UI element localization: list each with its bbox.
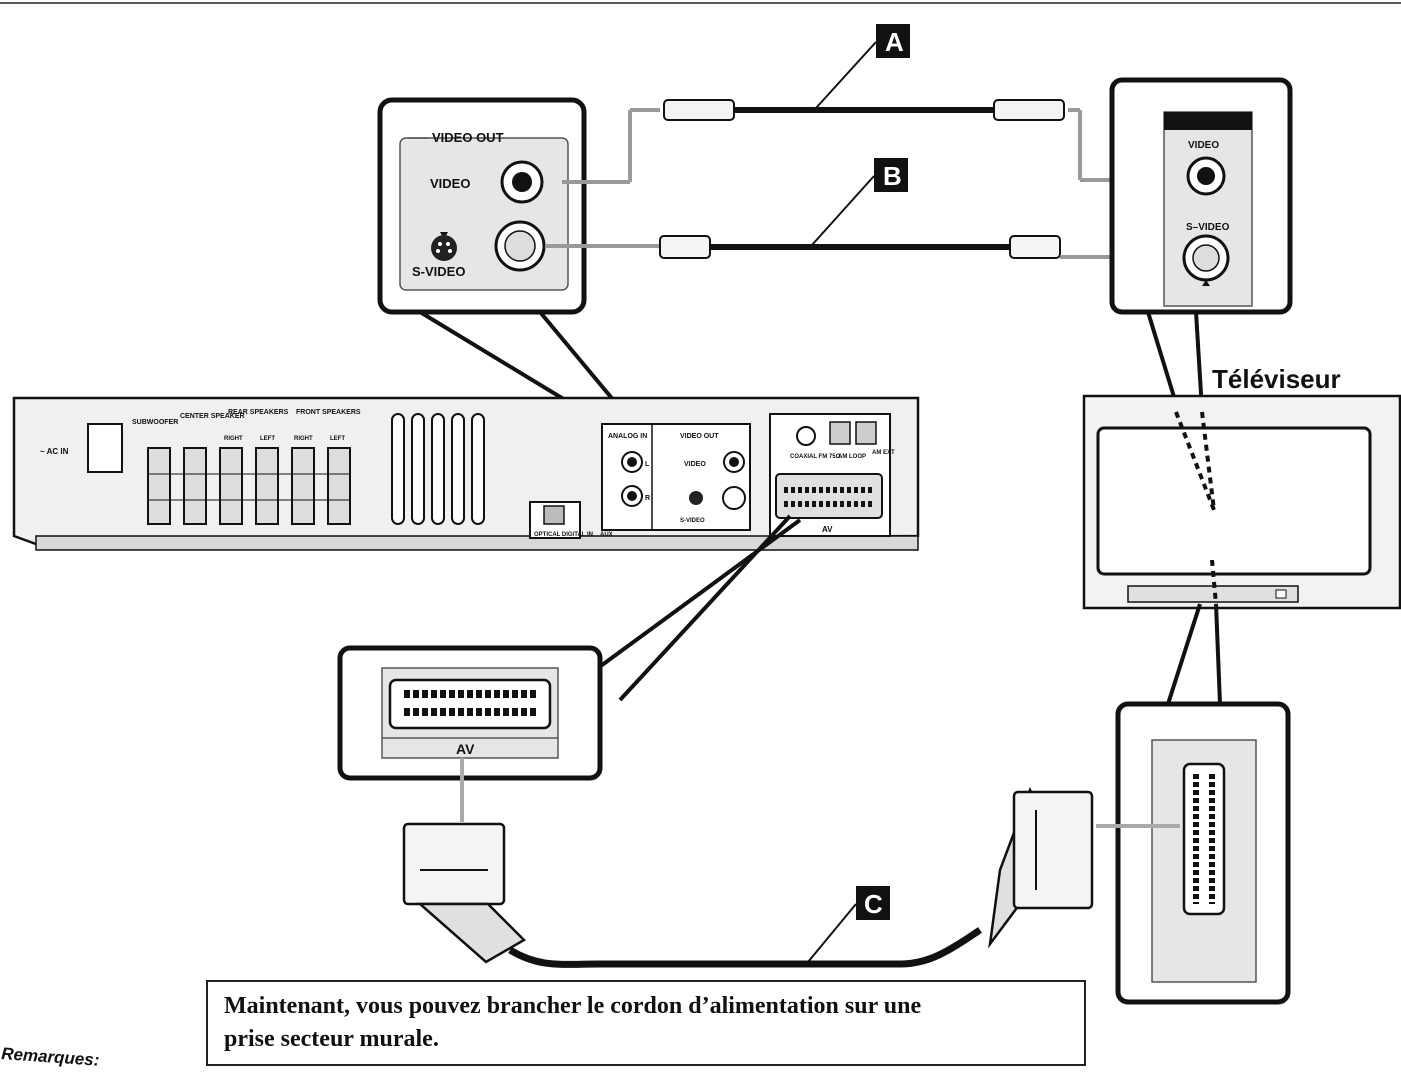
svg-text:AUX: AUX [600,532,613,538]
svg-text:COAXIAL FM 75Ω: COAXIAL FM 75Ω [790,454,841,460]
svg-text:REAR SPEAKERS: REAR SPEAKERS [228,409,289,416]
s-video-symbol-icon [431,235,457,261]
s-video-label: S-VIDEO [412,264,465,279]
svg-text:L: L [645,461,650,468]
av-callout: AV [337,645,603,781]
cable-c-tag [856,886,890,920]
cable-a-tag [876,24,910,58]
svg-text:A: A [885,27,904,57]
tv-scart-socket-icon [1182,762,1226,916]
tv-video-label: VIDEO [1188,140,1219,151]
svg-text:LEFT: LEFT [260,436,275,442]
note-line-1: Maintenant, vous pouvez brancher le cord… [224,993,922,1019]
scart-plug-right-icon [1012,790,1094,910]
television [1082,394,1401,610]
instruction-note: Maintenant, vous pouvez brancher le cord… [206,980,1086,1066]
vent-grille [391,413,485,525]
svg-text:CENTER SPEAKER: CENTER SPEAKER [180,413,245,420]
scart-socket-icon [388,678,552,730]
svg-text:S-VIDEO: S-VIDEO [680,518,705,524]
svg-text:FRONT SPEAKERS: FRONT SPEAKERS [296,409,361,416]
speaker-terminals [147,447,351,525]
ac-in-label: ~ AC IN [40,447,69,456]
svg-text:AV: AV [822,525,833,534]
scart-socket-receiver-icon [775,473,883,519]
receiver-rear-panel: ~ AC IN SUBWOOFER CENTER SPEAKER REAR SP… [12,396,920,551]
svg-text:R: R [645,495,650,502]
svg-text:AM LOOP: AM LOOP [838,454,866,460]
tv-label: Téléviseur [1212,364,1341,394]
cable-b-tag [874,158,908,192]
svg-text:ANALOG IN: ANALOG IN [608,433,647,440]
cable-c: C [402,758,1180,968]
cable-a: A [562,24,1188,184]
svg-text:VIDEO: VIDEO [684,461,706,468]
svg-text:SUBWOOFER: SUBWOOFER [132,419,178,426]
cable-b: B [545,158,1188,259]
video-out-callout: VIDEO OUT VIDEO S-VIDEO [377,97,587,315]
tv-jack-callout: VIDEO S–VIDEO [1109,77,1293,315]
tv-s-video-label: S–VIDEO [1186,222,1230,233]
svg-text:VIDEO OUT: VIDEO OUT [680,433,719,440]
av-label: AV [456,741,475,757]
optical-jack-icon [543,505,565,525]
svg-text:RIGHT: RIGHT [294,436,313,442]
note-line-2: prise secteur murale. [224,1026,439,1052]
svg-text:C: C [864,889,883,919]
svg-text:AM EXT: AM EXT [872,450,895,456]
scart-plug-left-icon [402,822,506,906]
svg-text:RIGHT: RIGHT [224,436,243,442]
svg-text:B: B [883,161,902,191]
video-out-title: VIDEO OUT [432,130,504,145]
tv-scart-callout [1115,701,1291,1005]
svg-text:LEFT: LEFT [330,436,345,442]
video-label: VIDEO [430,176,470,191]
svg-text:OPTICAL DIGITAL IN: OPTICAL DIGITAL IN [534,532,593,538]
